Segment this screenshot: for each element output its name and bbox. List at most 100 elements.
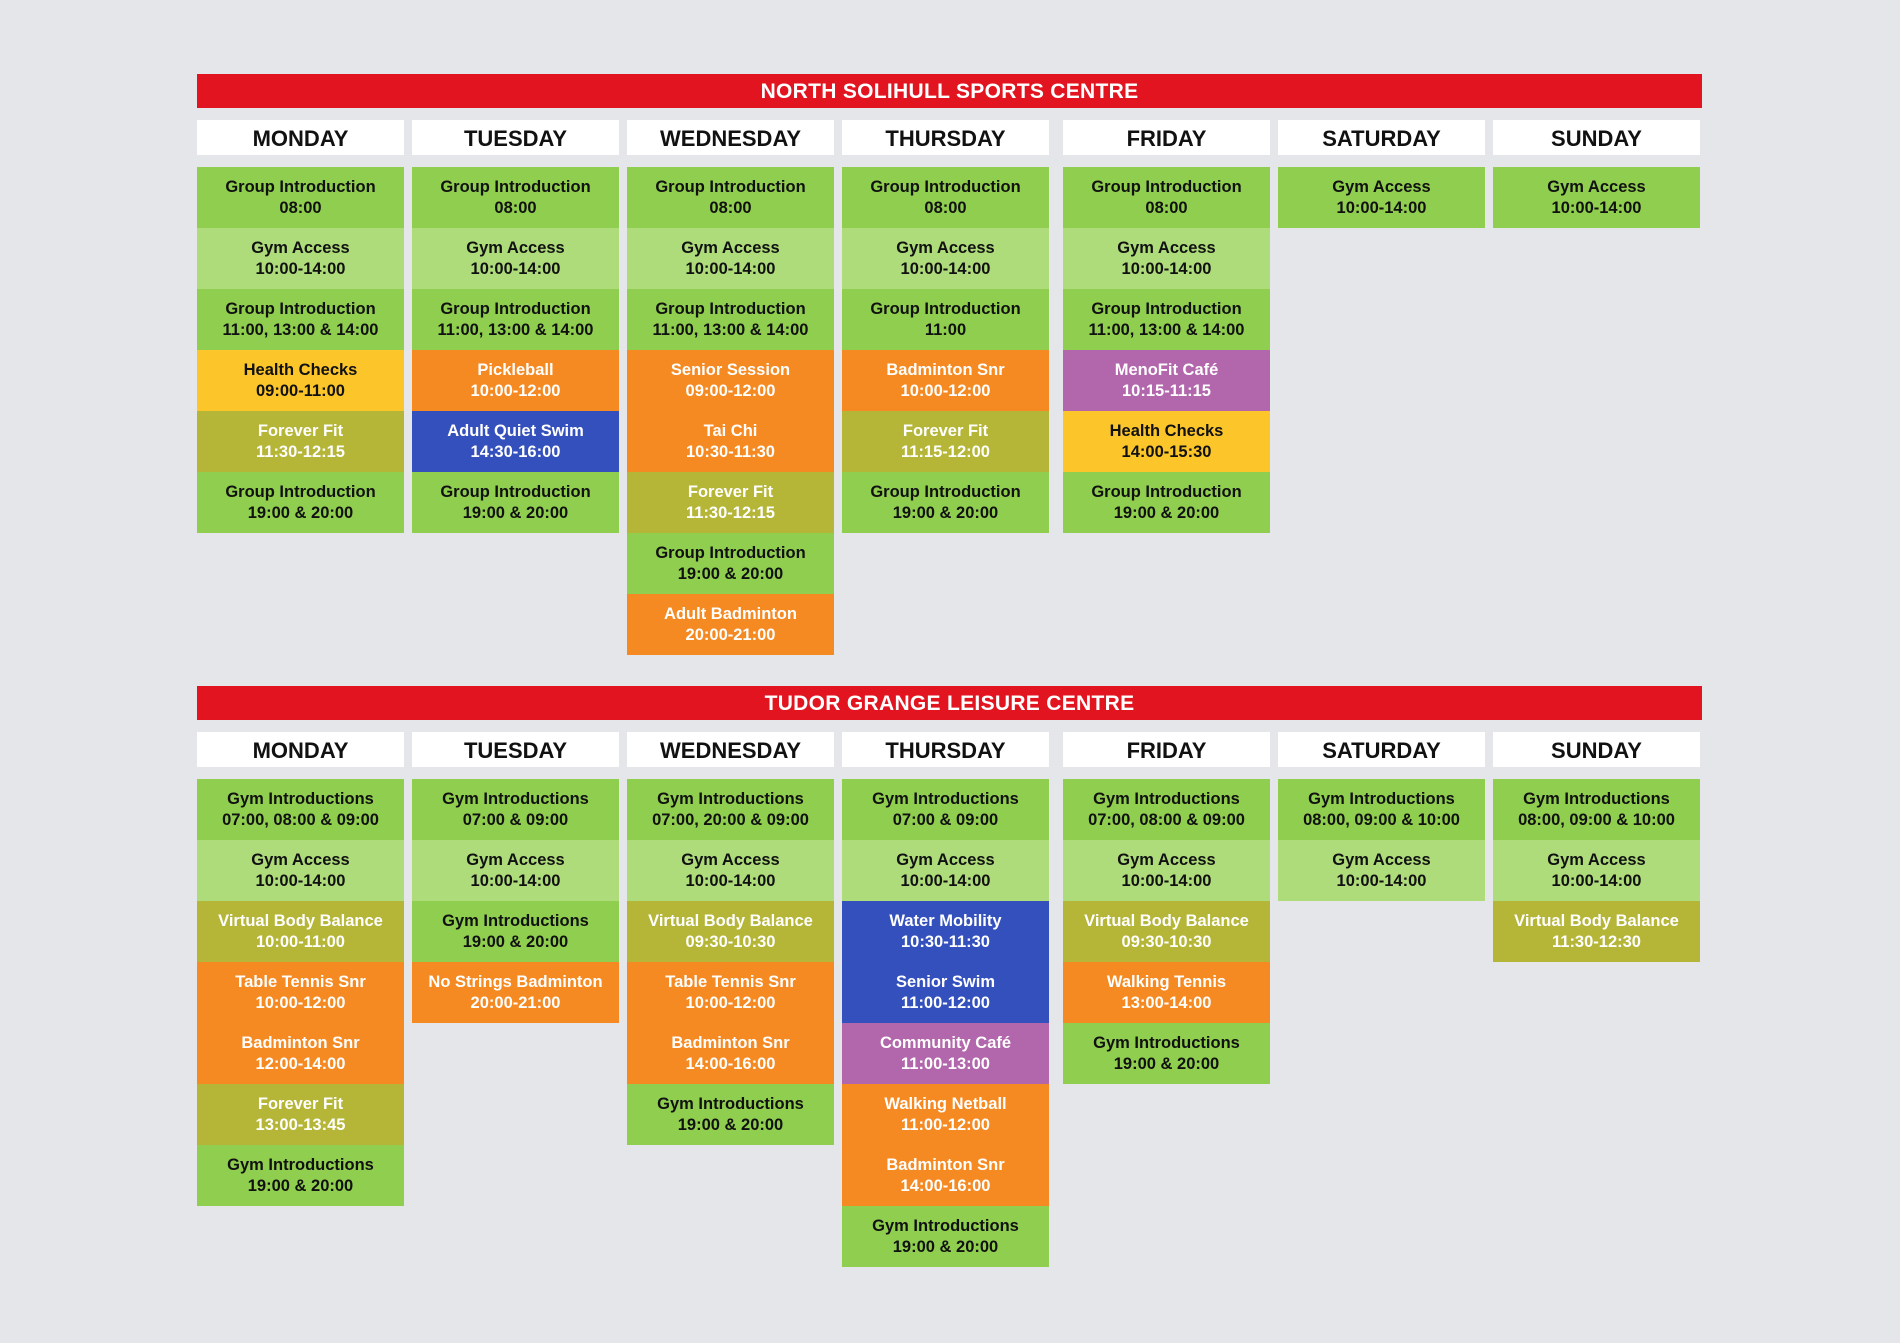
day-header: FRIDAY (1063, 120, 1270, 155)
session-title: Senior Session (670, 360, 791, 379)
session-block: Gym Introductions 07:00 & 09:00 (412, 779, 619, 840)
session-title: Gym Introductions (442, 911, 589, 930)
session-title: Virtual Body Balance (218, 911, 383, 930)
session-title: Gym Introductions (657, 1094, 804, 1113)
session-time: 19:00 & 20:00 (677, 564, 784, 583)
session-block: Water Mobility 10:30-11:30 (842, 901, 1049, 962)
session-title: Gym Access (1117, 238, 1216, 257)
session-title: Pickleball (477, 360, 554, 379)
session-title: Gym Introductions (1093, 789, 1240, 808)
session-title: Group Introduction (655, 299, 806, 318)
session-time: 19:00 & 20:00 (892, 1237, 999, 1256)
session-time: 10:00-14:00 (470, 259, 561, 278)
session-block: Virtual Body Balance 10:00-11:00 (197, 901, 404, 962)
session-title: Walking Tennis (1106, 972, 1227, 991)
session-time: 10:15-11:15 (1122, 381, 1211, 400)
session-time: 10:00-14:00 (685, 871, 776, 890)
session-title: Group Introduction (870, 299, 1021, 318)
session-title: Gym Introductions (657, 789, 804, 808)
day-header: SATURDAY (1278, 120, 1485, 155)
session-title: Gym Access (1117, 850, 1216, 869)
session-time: 08:00, 09:00 & 10:00 (1303, 810, 1460, 829)
session-time: 20:00-21:00 (470, 993, 561, 1012)
session-title: Gym Access (896, 850, 995, 869)
session-time: 10:30-11:30 (686, 442, 775, 461)
session-block: Gym Access 10:00-14:00 (1063, 840, 1270, 901)
session-time: 11:00-12:00 (901, 993, 990, 1012)
session-time: 10:00-14:00 (470, 871, 561, 890)
session-title: Group Introduction (1091, 299, 1242, 318)
session-time: 20:00-21:00 (685, 625, 776, 644)
day-header: WEDNESDAY (627, 120, 834, 155)
session-time: 10:00-14:00 (1121, 871, 1212, 890)
session-title: Gym Introductions (872, 789, 1019, 808)
session-title: Forever Fit (257, 1094, 344, 1113)
session-time: 11:00, 13:00 & 14:00 (222, 320, 379, 339)
session-time: 07:00 & 09:00 (462, 810, 569, 829)
session-time: 10:00-14:00 (255, 871, 346, 890)
session-time: 14:00-16:00 (685, 1054, 776, 1073)
session-title: Gym Introductions (227, 789, 374, 808)
session-time: 08:00 (924, 198, 967, 217)
session-time: 10:00-12:00 (900, 381, 991, 400)
session-title: Gym Introductions (872, 1216, 1019, 1235)
session-title: Gym Access (466, 238, 565, 257)
session-title: Gym Introductions (442, 789, 589, 808)
session-block: Gym Introductions 19:00 & 20:00 (627, 1084, 834, 1145)
session-time: 11:30-12:30 (1552, 932, 1641, 951)
session-title: Group Introduction (225, 177, 376, 196)
session-title: Group Introduction (440, 482, 591, 501)
session-title: Gym Access (681, 850, 780, 869)
session-time: 11:00-12:00 (901, 1115, 990, 1134)
session-block: Gym Access 10:00-14:00 (627, 840, 834, 901)
session-time: 19:00 & 20:00 (462, 503, 569, 522)
session-time: 09:00-11:00 (256, 381, 345, 400)
session-title: Water Mobility (889, 911, 1002, 930)
session-time: 10:00-11:00 (256, 932, 345, 951)
session-title: Health Checks (243, 360, 358, 379)
session-time: 19:00 & 20:00 (677, 1115, 784, 1134)
session-title: Walking Netball (884, 1094, 1007, 1113)
session-time: 11:30-12:15 (256, 442, 345, 461)
session-time: 10:00-14:00 (1336, 871, 1427, 890)
session-title: Gym Access (1547, 850, 1646, 869)
session-title: Badminton Snr (241, 1033, 360, 1052)
session-title: Adult Quiet Swim (447, 421, 584, 440)
session-title: Gym Introductions (1523, 789, 1670, 808)
session-time: 10:00-12:00 (470, 381, 561, 400)
session-title: Table Tennis Snr (235, 972, 366, 991)
session-block: Group Introduction 19:00 & 20:00 (412, 472, 619, 533)
session-title: Gym Access (896, 238, 995, 257)
day-header: TUESDAY (412, 732, 619, 767)
session-title: Gym Access (466, 850, 565, 869)
session-title: Gym Introductions (1093, 1033, 1240, 1052)
day-header: THURSDAY (842, 120, 1049, 155)
session-time: 10:30-11:30 (901, 932, 990, 951)
day-header: SATURDAY (1278, 732, 1485, 767)
